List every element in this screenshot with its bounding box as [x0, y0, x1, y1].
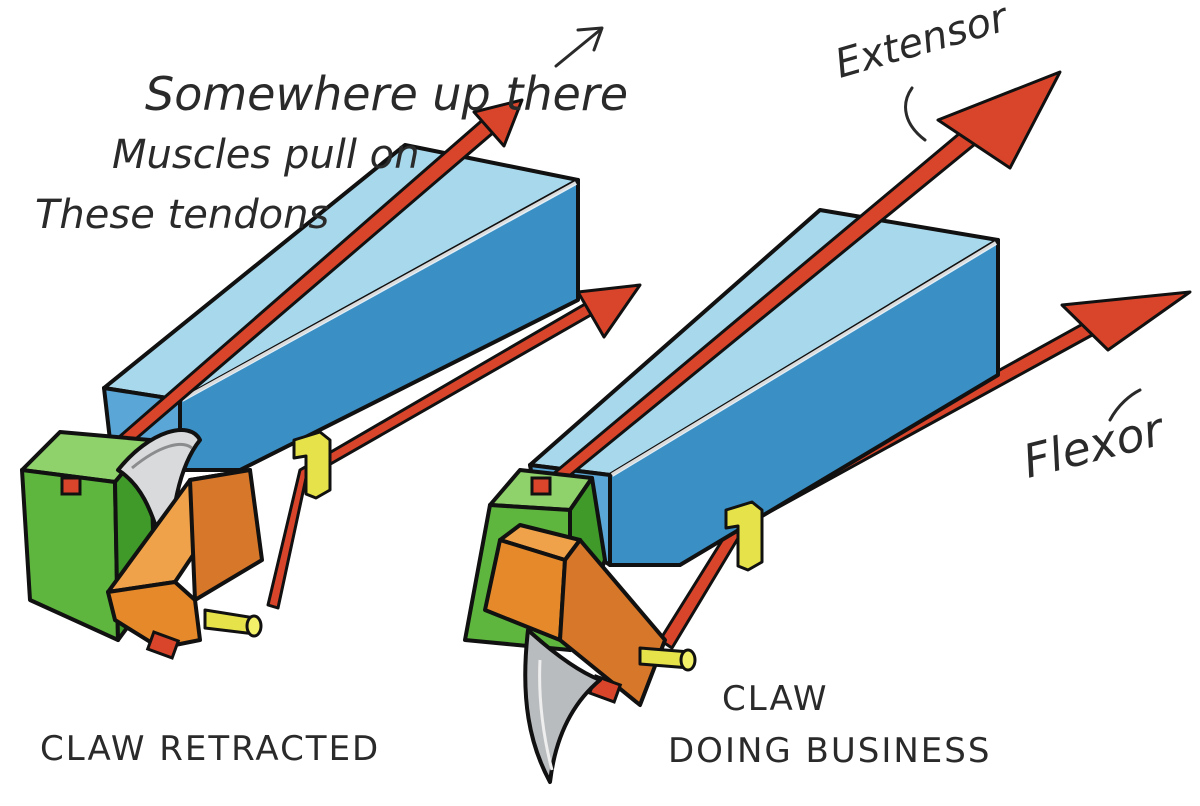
- annotation-note: Somewhere up there Muscles pull on These…: [35, 26, 628, 238]
- pin-right: [638, 646, 697, 672]
- extensor-pointer-line: [904, 86, 927, 142]
- note-line-2: Muscles pull on: [112, 132, 419, 178]
- distal-phalanx-left: [106, 468, 264, 660]
- extensor-label: Extensor: [830, 0, 1015, 88]
- note-arrow-icon: [554, 26, 604, 68]
- claw-extended: [523, 628, 602, 784]
- flexor-label-group: Flexor: [1018, 388, 1172, 489]
- bone-block-right: [528, 208, 1000, 567]
- note-line-3: These tendons: [35, 192, 329, 238]
- extended-assembly: [463, 70, 1192, 784]
- flexor-tendon-left: [266, 283, 642, 610]
- caption-active-line-2: DOING BUSINESS: [668, 731, 991, 771]
- caption-retracted: CLAW RETRACTED: [40, 729, 380, 769]
- pin-left: [203, 608, 263, 638]
- extensor-tendon-right: [532, 70, 1062, 492]
- bone-block-left: [102, 143, 580, 472]
- flexor-pointer-line: [1108, 388, 1142, 422]
- retracted-assembly: [20, 98, 642, 660]
- flexor-label: Flexor: [1018, 401, 1172, 488]
- caption-active-line-1: CLAW: [722, 679, 828, 719]
- note-line-1: Somewhere up there: [145, 67, 628, 121]
- captions: CLAW RETRACTED CLAW DOING BUSINESS: [40, 679, 991, 771]
- guide-loop-left: [292, 430, 332, 500]
- guide-loop-right: [724, 500, 764, 572]
